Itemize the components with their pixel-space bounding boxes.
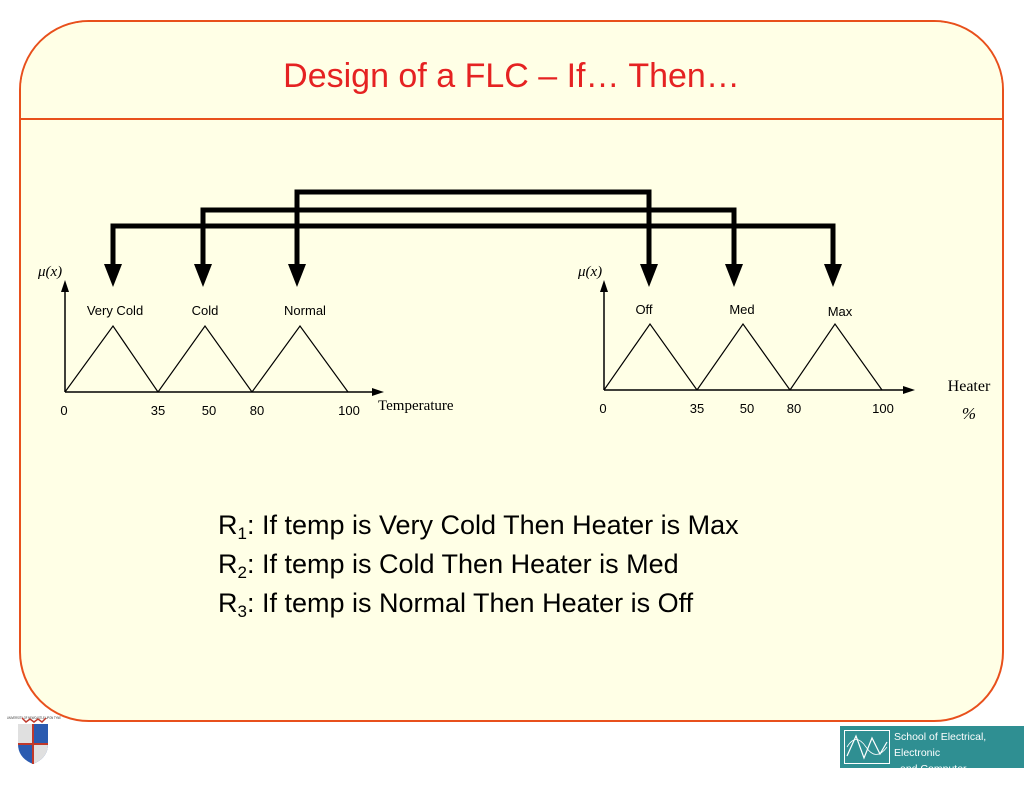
school-name-line2: and Computer Engineering — [900, 763, 967, 791]
input-tick-0: 0 — [60, 403, 67, 418]
arrowhead-off — [640, 264, 658, 287]
input-tick-100: 100 — [338, 403, 360, 418]
rule-3-id: R — [218, 588, 238, 618]
input-x-label: Temperature — [378, 398, 454, 414]
arrowhead-max — [824, 264, 842, 287]
school-name: School of Electrical, Electronic and Com… — [894, 729, 1022, 793]
rule-list: R1: If temp is Very Cold Then Heater is … — [218, 506, 918, 623]
input-set-normal — [251, 324, 349, 393]
input-y-arrowhead — [61, 280, 69, 292]
output-set-max — [789, 322, 883, 391]
output-set-label-max: Max — [828, 304, 853, 319]
rule-3-sub: 3 — [237, 602, 247, 621]
school-name-line1: School of Electrical, Electronic — [894, 731, 987, 759]
output-set-off — [603, 322, 698, 391]
input-tick-80: 80 — [250, 403, 264, 418]
input-x-arrowhead — [372, 388, 384, 396]
output-x-arrowhead — [903, 386, 915, 394]
output-y-label: μ(x) — [577, 264, 602, 280]
connector-cold-to-med — [200, 207, 737, 266]
rule-2-sub: 2 — [237, 563, 247, 582]
input-y-label: μ(x) — [37, 264, 62, 280]
slide-frame: Design of a FLC – If… Then… — [19, 20, 1004, 722]
rule-1-text: : If temp is Very Cold Then Heater is Ma… — [246, 510, 739, 540]
arrowhead-cold — [194, 264, 212, 287]
rule-3: R3: If temp is Normal Then Heater is Off — [218, 584, 918, 623]
output-set-label-med: Med — [729, 302, 754, 317]
input-chart: μ(x) Very Cold Cold Normal Temperature 0… — [37, 264, 454, 418]
rule-1-id: R — [218, 510, 238, 540]
output-tick-100: 100 — [872, 401, 894, 416]
input-tick-35: 35 — [151, 403, 165, 418]
arrowhead-med — [725, 264, 743, 287]
connector-normal-to-off — [294, 189, 652, 266]
input-tick-50: 50 — [202, 403, 216, 418]
school-waveform-icon — [844, 730, 890, 764]
rule-1: R1: If temp is Very Cold Then Heater is … — [218, 506, 918, 545]
connector-arrowheads — [104, 264, 842, 287]
university-name: UNIVERSITY OF NEWCASTLE UPON TYNE — [7, 715, 61, 720]
input-set-very-cold — [64, 324, 159, 393]
input-set-label-very-cold: Very Cold — [87, 303, 143, 318]
slide-title: Design of a FLC – If… Then… — [283, 57, 740, 95]
output-chart: μ(x) Off Med Max Heater % 0 35 50 80 100 — [577, 264, 991, 423]
fuzzy-diagram: μ(x) Very Cold Cold Normal Temperature 0… — [37, 189, 991, 423]
school-badge: School of Electrical, Electronic and Com… — [840, 726, 1024, 791]
input-set-label-cold: Cold — [192, 303, 219, 318]
rule-1-sub: 1 — [237, 524, 247, 543]
university-crest-icon: UNIVERSITY OF NEWCASTLE UPON TYNE — [4, 714, 64, 768]
output-x-unit: % — [962, 404, 976, 423]
rule-connectors — [110, 189, 836, 266]
output-tick-35: 35 — [690, 401, 704, 416]
output-tick-0: 0 — [599, 401, 606, 416]
arrowhead-very-cold — [104, 264, 122, 287]
output-set-med — [696, 322, 791, 391]
input-set-label-normal: Normal — [284, 303, 326, 318]
output-tick-80: 80 — [787, 401, 801, 416]
rule-2: R2: If temp is Cold Then Heater is Med — [218, 545, 918, 584]
arrowhead-normal — [288, 264, 306, 287]
connector-very-cold-to-max — [110, 223, 836, 266]
rule-3-text: : If temp is Normal Then Heater is Off — [246, 588, 694, 618]
output-x-label: Heater — [948, 378, 991, 395]
output-y-arrowhead — [600, 280, 608, 292]
rule-2-id: R — [218, 549, 238, 579]
title-band: Design of a FLC – If… Then… — [21, 22, 1002, 120]
rule-2-text: : If temp is Cold Then Heater is Med — [246, 549, 679, 579]
output-tick-50: 50 — [740, 401, 754, 416]
input-set-cold — [157, 324, 253, 393]
output-set-label-off: Off — [635, 302, 652, 317]
